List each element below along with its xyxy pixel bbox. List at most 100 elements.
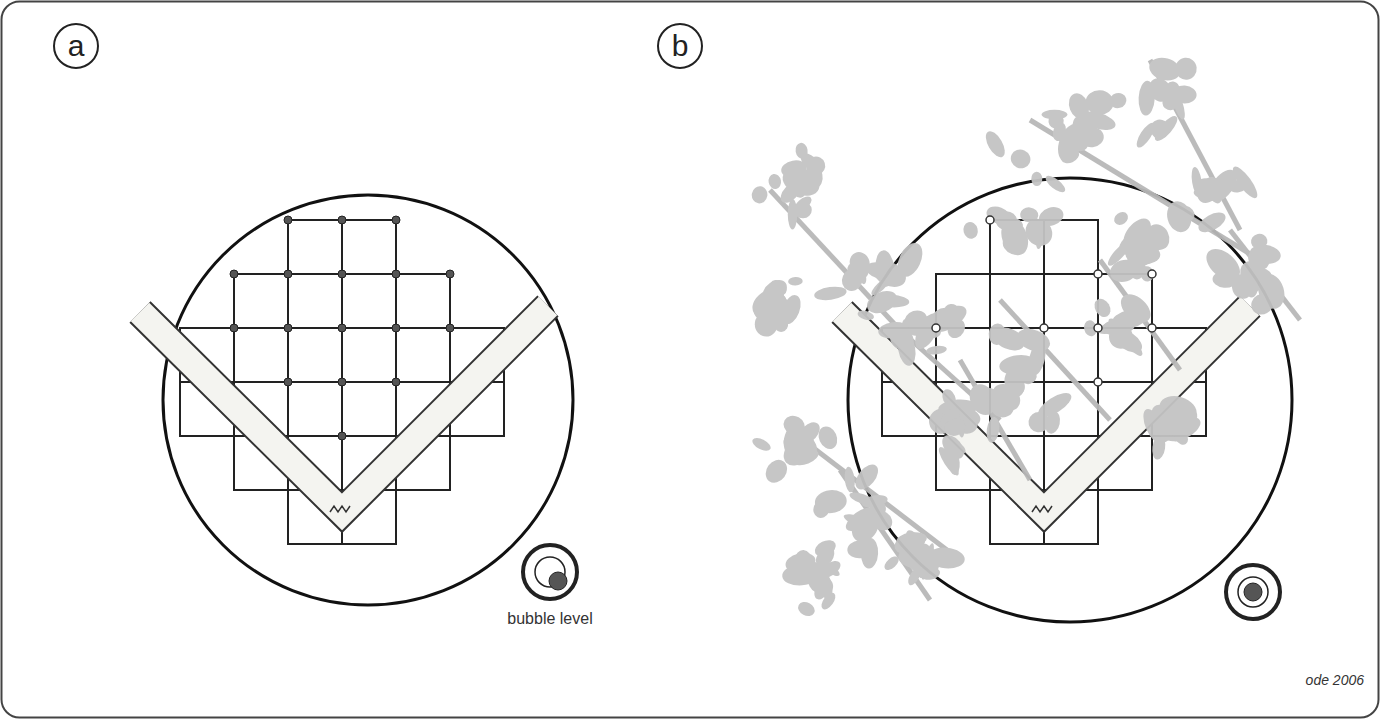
needle-tuft <box>895 530 928 549</box>
needle-tuft <box>882 554 901 573</box>
needle-tuft <box>1026 340 1048 377</box>
needle-tuft <box>750 435 772 453</box>
needle-tuft <box>1130 266 1144 280</box>
needle-tuft <box>1245 269 1260 298</box>
needle-tuft <box>1008 146 1034 171</box>
needle-tuft <box>982 128 1009 160</box>
canopy-hit <box>338 378 346 386</box>
needle-tuft <box>842 503 878 535</box>
bubble-level <box>523 545 577 599</box>
canopy-hit <box>446 270 454 278</box>
needle-tuft <box>1195 209 1228 237</box>
level-caption: bubble level <box>507 610 592 628</box>
needle-tuft <box>860 537 879 568</box>
canopy-hit <box>230 270 238 278</box>
board-joint <box>1032 506 1052 512</box>
canopy-hit <box>230 324 238 332</box>
needle-tuft <box>1008 378 1027 398</box>
canopy-gap <box>1148 270 1156 278</box>
needle-tuft <box>1124 337 1145 359</box>
branch <box>770 190 900 330</box>
needle-tuft <box>965 380 1001 420</box>
needle-tuft <box>851 460 882 493</box>
needle-tuft <box>796 599 817 619</box>
board-outline <box>140 306 548 512</box>
needle-tuft <box>788 277 803 286</box>
grid-cell <box>288 220 342 274</box>
canopy-gap <box>1040 324 1048 332</box>
grid-cell <box>396 274 450 328</box>
needle-tuft <box>1155 415 1181 441</box>
needle-tuft <box>1108 91 1128 110</box>
canopy-gap <box>932 324 940 332</box>
canopy-hit <box>392 270 400 278</box>
board <box>842 306 1250 512</box>
needle-tuft <box>1051 121 1069 143</box>
grid-cell <box>288 274 342 328</box>
needle-tuft <box>797 150 824 176</box>
needle-tuft <box>1131 246 1146 264</box>
canopy-hit <box>284 270 292 278</box>
needle-tuft <box>751 185 769 204</box>
needle-tuft <box>813 285 847 302</box>
grid-cell <box>342 274 396 328</box>
level-ring <box>1238 577 1268 607</box>
needle-tuft <box>758 304 777 323</box>
bubble <box>549 572 567 590</box>
branch <box>900 330 1000 420</box>
needle-tuft <box>1142 220 1173 253</box>
panel-letter: a <box>68 31 85 61</box>
needle-tuft <box>990 323 1028 355</box>
needle-tuft <box>761 456 791 487</box>
grid-cell <box>288 382 342 436</box>
canopy-gap <box>1094 324 1102 332</box>
needle-tuft <box>906 565 924 587</box>
needle-tuft <box>785 418 804 436</box>
needle-tuft <box>1112 209 1131 227</box>
needle-tuft <box>848 490 876 508</box>
needle-tuft <box>1151 113 1180 144</box>
needle-tuft <box>869 275 892 297</box>
grid-cell <box>234 274 288 328</box>
credit-note: ode 2006 <box>1306 672 1364 688</box>
canopy-hit <box>338 216 346 224</box>
needle-tuft <box>926 345 948 356</box>
needle-tuft <box>1091 296 1113 320</box>
canopy-hit <box>392 378 400 386</box>
needle-tuft <box>1079 113 1091 136</box>
needle-tuft <box>1250 232 1269 250</box>
panel-a <box>140 195 577 605</box>
tree-foliage <box>747 54 1300 618</box>
needle-tuft <box>1156 392 1199 427</box>
grid-cell <box>234 328 288 382</box>
board <box>140 306 548 512</box>
needle-tuft <box>1020 213 1058 251</box>
needle-tuft <box>944 316 968 342</box>
canopy-gap <box>1094 270 1102 278</box>
needle-tuft <box>984 203 1013 227</box>
needle-tuft <box>811 575 833 602</box>
needle-tuft <box>759 276 791 306</box>
canopy-hit <box>284 216 292 224</box>
needle-tuft <box>1042 110 1068 120</box>
needle-tuft <box>1035 389 1075 422</box>
needle-tuft <box>942 416 967 439</box>
branch <box>1030 120 1260 260</box>
canopy-gap <box>986 216 994 224</box>
panel-letter-circle: a <box>53 23 99 69</box>
grid-cell <box>396 328 450 382</box>
canopy-hit <box>338 432 346 440</box>
needle-tuft <box>767 173 782 190</box>
canopy-hit <box>392 324 400 332</box>
needle-tuft <box>1058 146 1081 166</box>
needle-tuft <box>1202 177 1229 204</box>
bubble <box>1244 583 1262 601</box>
canopy-hit <box>338 270 346 278</box>
canopy-hit <box>284 378 292 386</box>
needle-tuft <box>805 559 837 602</box>
board-joint <box>330 506 350 512</box>
grid-cell <box>1044 220 1098 274</box>
needle-tuft <box>810 497 833 521</box>
